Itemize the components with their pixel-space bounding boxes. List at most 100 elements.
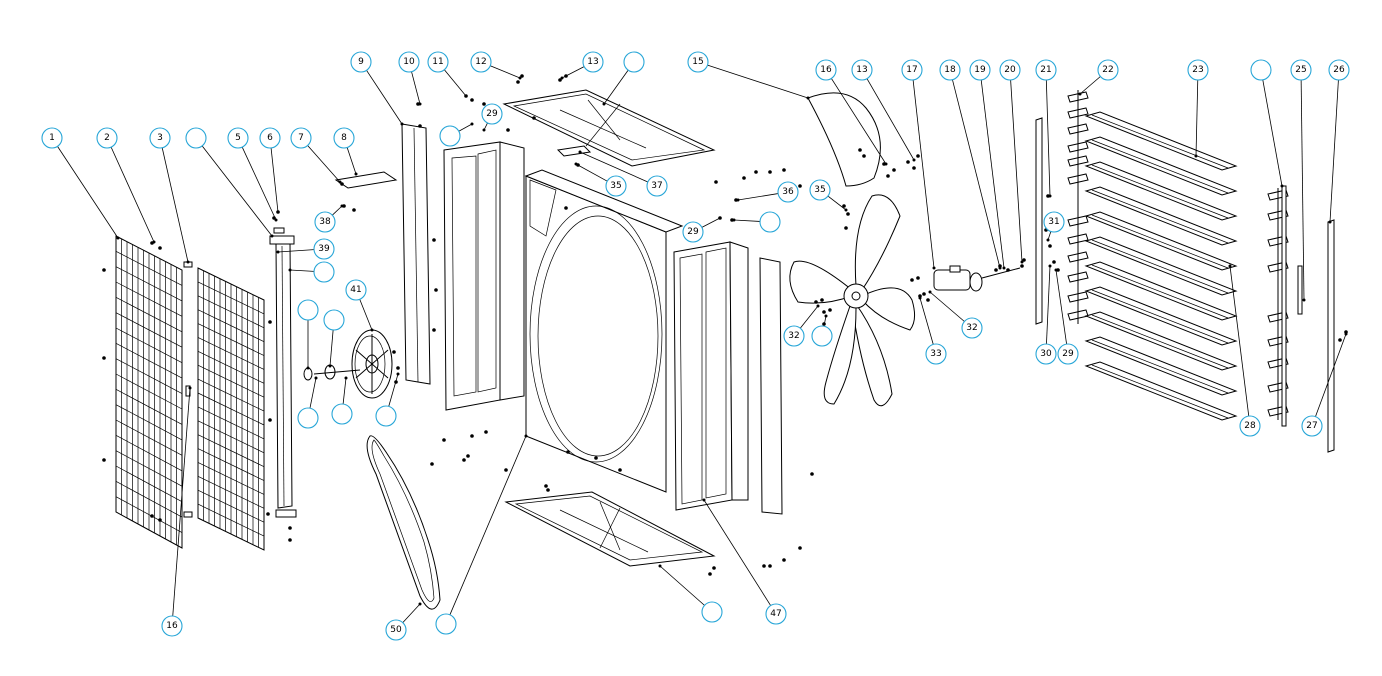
callout-label: 29 xyxy=(486,109,498,119)
callout-label: 35 xyxy=(814,185,825,195)
callout-c28: 28 xyxy=(1228,264,1261,437)
callout-c34 xyxy=(732,211,781,233)
callout-c14 xyxy=(602,51,645,106)
fan-shroud-blade xyxy=(807,92,881,187)
small-plate xyxy=(556,145,592,157)
callout-c44 xyxy=(297,376,319,429)
callout-c32c: 32 xyxy=(928,290,983,339)
callout-c36: 36 xyxy=(736,181,799,203)
callout-label: 26 xyxy=(1333,65,1345,75)
callout-c43 xyxy=(323,309,345,368)
callout-c48 xyxy=(435,434,528,635)
callout-c16b: 16 xyxy=(161,386,192,637)
callout-label: 2 xyxy=(104,133,110,143)
main-housing xyxy=(524,169,684,493)
callout-c6: 6 xyxy=(259,127,281,214)
callout-label: 1 xyxy=(49,133,55,143)
callout-c42 xyxy=(297,299,319,370)
left-door-panel xyxy=(443,141,525,411)
callout-label: 31 xyxy=(1048,217,1059,227)
fan-blades xyxy=(789,194,916,407)
callout-c21: 21 xyxy=(1035,59,1057,198)
callout-label: 41 xyxy=(350,285,361,295)
mount-plate xyxy=(334,171,398,189)
callout-c8: 8 xyxy=(333,127,358,176)
callout-c35a: 35 xyxy=(574,162,627,197)
callout-label: 19 xyxy=(974,65,986,75)
callout-c27: 27 xyxy=(1301,332,1348,437)
callout-label: 13 xyxy=(587,57,598,67)
callout-c13a: 13 xyxy=(560,51,604,80)
right-door-panel xyxy=(673,241,749,511)
callout-label: 27 xyxy=(1306,421,1317,431)
louver-rail-left xyxy=(1035,117,1043,325)
callout-c37: 37 xyxy=(578,150,668,197)
callout-label: 29 xyxy=(1062,349,1074,359)
callout-label: 5 xyxy=(235,133,241,143)
callout-c31: 31 xyxy=(1043,211,1065,242)
callout-c35b: 35 xyxy=(809,179,848,212)
callout-c5: 5 xyxy=(227,127,278,222)
callout-c29b: 29 xyxy=(481,103,503,132)
callout-c4 xyxy=(185,127,274,238)
drive-belt xyxy=(366,435,441,610)
callout-c18: 18 xyxy=(939,59,1002,270)
right-rail xyxy=(1327,219,1335,453)
callout-c11: 11 xyxy=(427,51,468,98)
right-side-strip xyxy=(759,257,783,515)
callout-c29d: 29 xyxy=(1054,268,1079,365)
front-grille-right xyxy=(197,267,265,551)
callout-label: 22 xyxy=(1102,65,1113,75)
callout-label: 23 xyxy=(1192,65,1203,75)
callout-c49 xyxy=(658,564,723,623)
callout-c47: 47 xyxy=(702,498,787,625)
callout-label: 16 xyxy=(820,65,832,75)
callout-label: 37 xyxy=(651,181,662,191)
callout-c2: 2 xyxy=(96,127,156,244)
callout-c12: 12 xyxy=(470,51,522,80)
callout-c10: 10 xyxy=(398,51,422,106)
callout-c29a xyxy=(439,122,474,147)
louver-link-rod xyxy=(1281,185,1303,427)
callout-c29c: 29 xyxy=(682,216,722,243)
callout-label: 38 xyxy=(319,217,331,227)
callout-c26: 26 xyxy=(1328,59,1350,224)
callout-c30: 30 xyxy=(1035,264,1057,365)
pulley-wheel xyxy=(351,329,393,399)
grille-clips xyxy=(183,261,193,518)
callout-label: 39 xyxy=(318,244,330,254)
callout-c41: 41 xyxy=(345,279,374,332)
callout-label: 30 xyxy=(1040,349,1052,359)
callout-label: 29 xyxy=(687,227,699,237)
callout-c3: 3 xyxy=(149,127,190,264)
callout-label: 16 xyxy=(166,621,178,631)
callout-c23: 23 xyxy=(1187,59,1209,158)
callout-label: 3 xyxy=(157,133,163,143)
callout-label: 32 xyxy=(788,331,799,341)
motor-assembly xyxy=(933,265,1021,292)
callout-c9: 9 xyxy=(350,51,404,126)
side-bracket-panel xyxy=(401,123,431,385)
callout-c16a: 16 xyxy=(815,59,888,166)
callout-label: 12 xyxy=(475,57,486,67)
callout-label: 20 xyxy=(1004,65,1016,75)
callout-c32b xyxy=(811,314,833,347)
callout-c24 xyxy=(1250,59,1284,188)
callout-label: 33 xyxy=(930,349,941,359)
callout-label: 21 xyxy=(1040,65,1051,75)
callout-label: 18 xyxy=(944,65,956,75)
top-frame xyxy=(502,89,716,167)
callout-c45 xyxy=(331,376,353,425)
bottom-frame xyxy=(504,491,716,567)
callout-c46 xyxy=(375,372,400,427)
callout-c17: 17 xyxy=(901,59,936,270)
callout-c32a: 32 xyxy=(783,304,820,347)
callout-label: 15 xyxy=(692,57,703,67)
callout-c39: 39 xyxy=(276,238,335,260)
callout-label: 17 xyxy=(906,65,917,75)
callout-label: 7 xyxy=(298,133,304,143)
front-grille-left xyxy=(115,235,183,549)
callout-c25: 25 xyxy=(1290,59,1312,302)
callout-c13b: 13 xyxy=(851,59,916,162)
